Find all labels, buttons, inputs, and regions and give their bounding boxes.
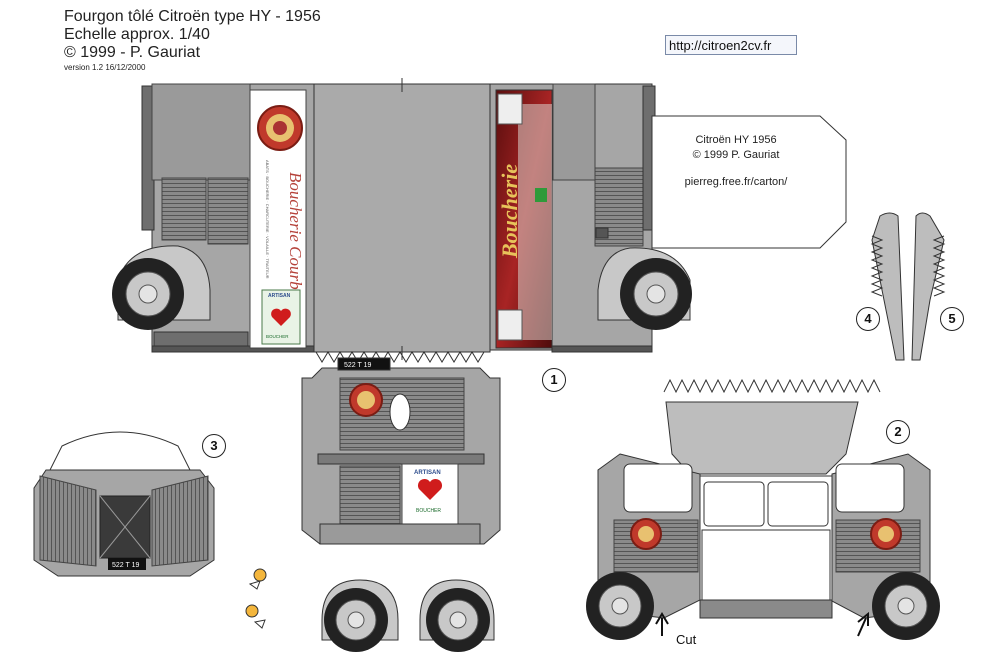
part-number-2: 2	[886, 420, 910, 444]
cut-label: Cut	[676, 632, 697, 647]
heart-icon	[271, 308, 291, 326]
rear-panel: 522 T 19 ARTISAN BOUCHER	[301, 357, 501, 545]
rear-badge: ARTISAN	[414, 470, 441, 476]
body-shell: Boucherie Courbon ABATS · BOUCHERIE · CH…	[112, 78, 847, 363]
left-badge-sub: BOUCHER	[266, 334, 289, 339]
part-number-5: 5	[940, 307, 964, 331]
tab-url: pierreg.free.fr/carton/	[684, 176, 788, 188]
title-block: Fourgon tôlé Citroën type HY - 1956 Eche…	[64, 8, 321, 73]
website-link[interactable]: http://citroen2cv.fr	[665, 35, 797, 55]
right-shop-name: Boucherie	[497, 164, 522, 259]
glue-tab-label: Citroën HY 1956 © 1999 P. Gauriat pierre…	[656, 133, 816, 190]
left-shop-name: Boucherie Courbon	[286, 172, 305, 307]
tab-model: Citroën HY 1956	[695, 134, 777, 146]
cab-assembly	[586, 378, 940, 640]
rear-badge-sub: BOUCHER	[416, 508, 441, 514]
scale-note: Echelle approx. 1/40	[64, 26, 210, 43]
loose-wheels	[321, 579, 495, 652]
front-plate: 522 T 19	[112, 562, 139, 569]
part-number-3: 3	[202, 434, 226, 458]
cut-arrow-icon	[655, 612, 669, 636]
rear-plate-top: 522 T 19	[344, 362, 371, 369]
headlight-parts	[245, 568, 267, 629]
left-trades-line: ABATS · BOUCHERIE · CHARCUTERIE · VOLAIL…	[265, 160, 270, 279]
model-title: Fourgon tôlé Citroën type HY - 1956	[64, 8, 321, 25]
cut-arrow-icon	[857, 611, 869, 637]
version-note: version 1.2 16/12/2000	[64, 63, 146, 72]
heart-icon	[417, 478, 443, 500]
part-number-4: 4	[856, 307, 880, 331]
left-badge: ARTISAN	[268, 293, 291, 299]
copyright-note: © 1999 - P. Gauriat	[64, 44, 201, 61]
front-nose: 522 T 19	[33, 431, 215, 577]
part-number-1: 1	[542, 368, 566, 392]
tab-copyright: © 1999 P. Gauriat	[692, 149, 780, 161]
fender-strips	[870, 212, 946, 361]
